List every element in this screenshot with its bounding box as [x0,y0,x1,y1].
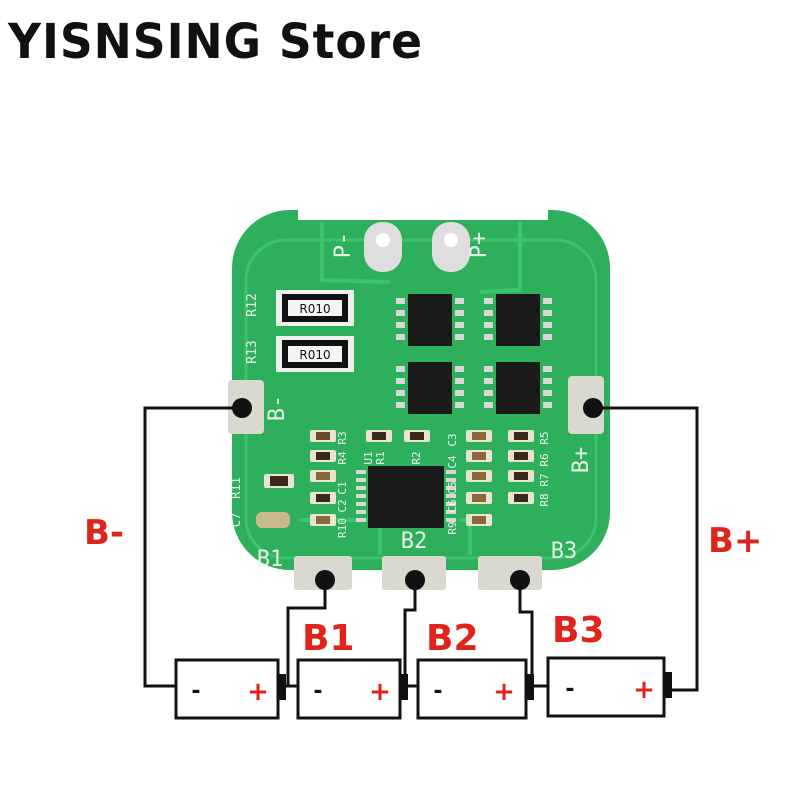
cell-minus: - [565,677,574,702]
refdes-r6: R6 [538,453,551,466]
label-b-plus: B+ [708,521,762,561]
battery-cell-1: - + [174,658,286,720]
mosfet-3 [396,362,464,414]
refdes-r10: R10 [336,518,349,538]
cell-minus: - [433,679,442,704]
b-minus-wire [143,406,242,688]
battery-cell-4: - + [546,656,672,718]
board-b-minus-label: B- [265,395,290,422]
b3-pad [478,556,542,590]
p-minus-label: P- [331,232,356,259]
b-minus-junction [232,398,252,418]
p-plus-label: P+ [467,232,492,259]
refdes-r8: R8 [538,493,551,506]
b2-junction [405,570,425,590]
pcb-trace [320,222,391,284]
wire-junctions [232,398,603,590]
b3-wire [518,580,534,686]
refdes-r9: R9 [446,521,459,534]
board-b1-label: B1 [257,547,284,572]
diagram-labels: B- B+ B1 B2 B3 [84,513,762,659]
refdes-r13: R13 [245,340,260,363]
b-plus-junction [583,398,603,418]
label-b1: B1 [302,618,355,659]
refdes-r1: R1 [374,451,387,464]
resistor-marking: R010 [299,302,330,316]
refdes-r4: R4 [336,451,349,465]
board-b3-label: B3 [551,539,578,564]
silkscreen-refdes: R11 C7 R10 C2 C1 R4 R3 U1 R1 R2 R9 C6 C5… [229,431,551,538]
refdes-c2: C2 [336,499,349,512]
board-b2-label: B2 [401,529,428,554]
mosfet-array [396,294,552,414]
refdes-c1: C1 [336,481,349,494]
refdes-r5: R5 [538,431,551,444]
label-b3: B3 [552,610,605,651]
refdes-r12: R12 [245,293,260,316]
cell-plus: + [493,677,515,707]
cell-minus: - [313,679,322,704]
mosfet-1 [396,294,464,346]
refdes-r7: R7 [538,473,551,486]
cell-plus: + [633,675,655,705]
smd-components [256,430,534,528]
b2-wire [403,580,417,686]
protection-ic [356,466,456,528]
pcb-top-notch [298,210,548,220]
refdes-u1: U1 [362,451,375,464]
cell-plus: + [369,677,391,707]
mosfet-4 [484,362,552,414]
p-minus-hole [376,233,390,247]
pcb-board: P- P+ R010 R010 R12 R13 [228,210,610,590]
label-b2: B2 [426,618,479,659]
shunt-resistor-r12: R010 [276,290,354,326]
refdes-c7: C7 [229,513,243,527]
refdes-c4: C4 [446,455,459,469]
refdes-c6: C6 [446,499,459,512]
resistor-marking: R010 [299,348,330,362]
refdes-r3: R3 [336,431,349,444]
store-title: YISNSING Store [8,14,423,70]
refdes-r11: R11 [229,477,243,499]
battery-cell-3: - + [416,658,534,720]
refdes-c5: C5 [446,481,459,494]
b1-junction [315,570,335,590]
b-plus-wire [593,406,699,692]
b3-junction [510,570,530,590]
battery-cells: - + - + - + - + [174,656,672,720]
refdes-c3: C3 [446,433,459,446]
cell-plus: + [247,677,269,707]
p-plus-hole [444,233,458,247]
refdes-r2: R2 [410,451,423,464]
b1-wire [286,580,327,686]
cell-minus: - [191,679,200,704]
label-b-minus: B- [84,513,124,553]
pcb-trace [479,222,522,294]
battery-cell-2: - + [296,658,408,720]
mosfet-2 [484,294,552,346]
board-b-plus-label: B+ [569,447,594,474]
shunt-resistor-r13: R010 [276,336,354,372]
